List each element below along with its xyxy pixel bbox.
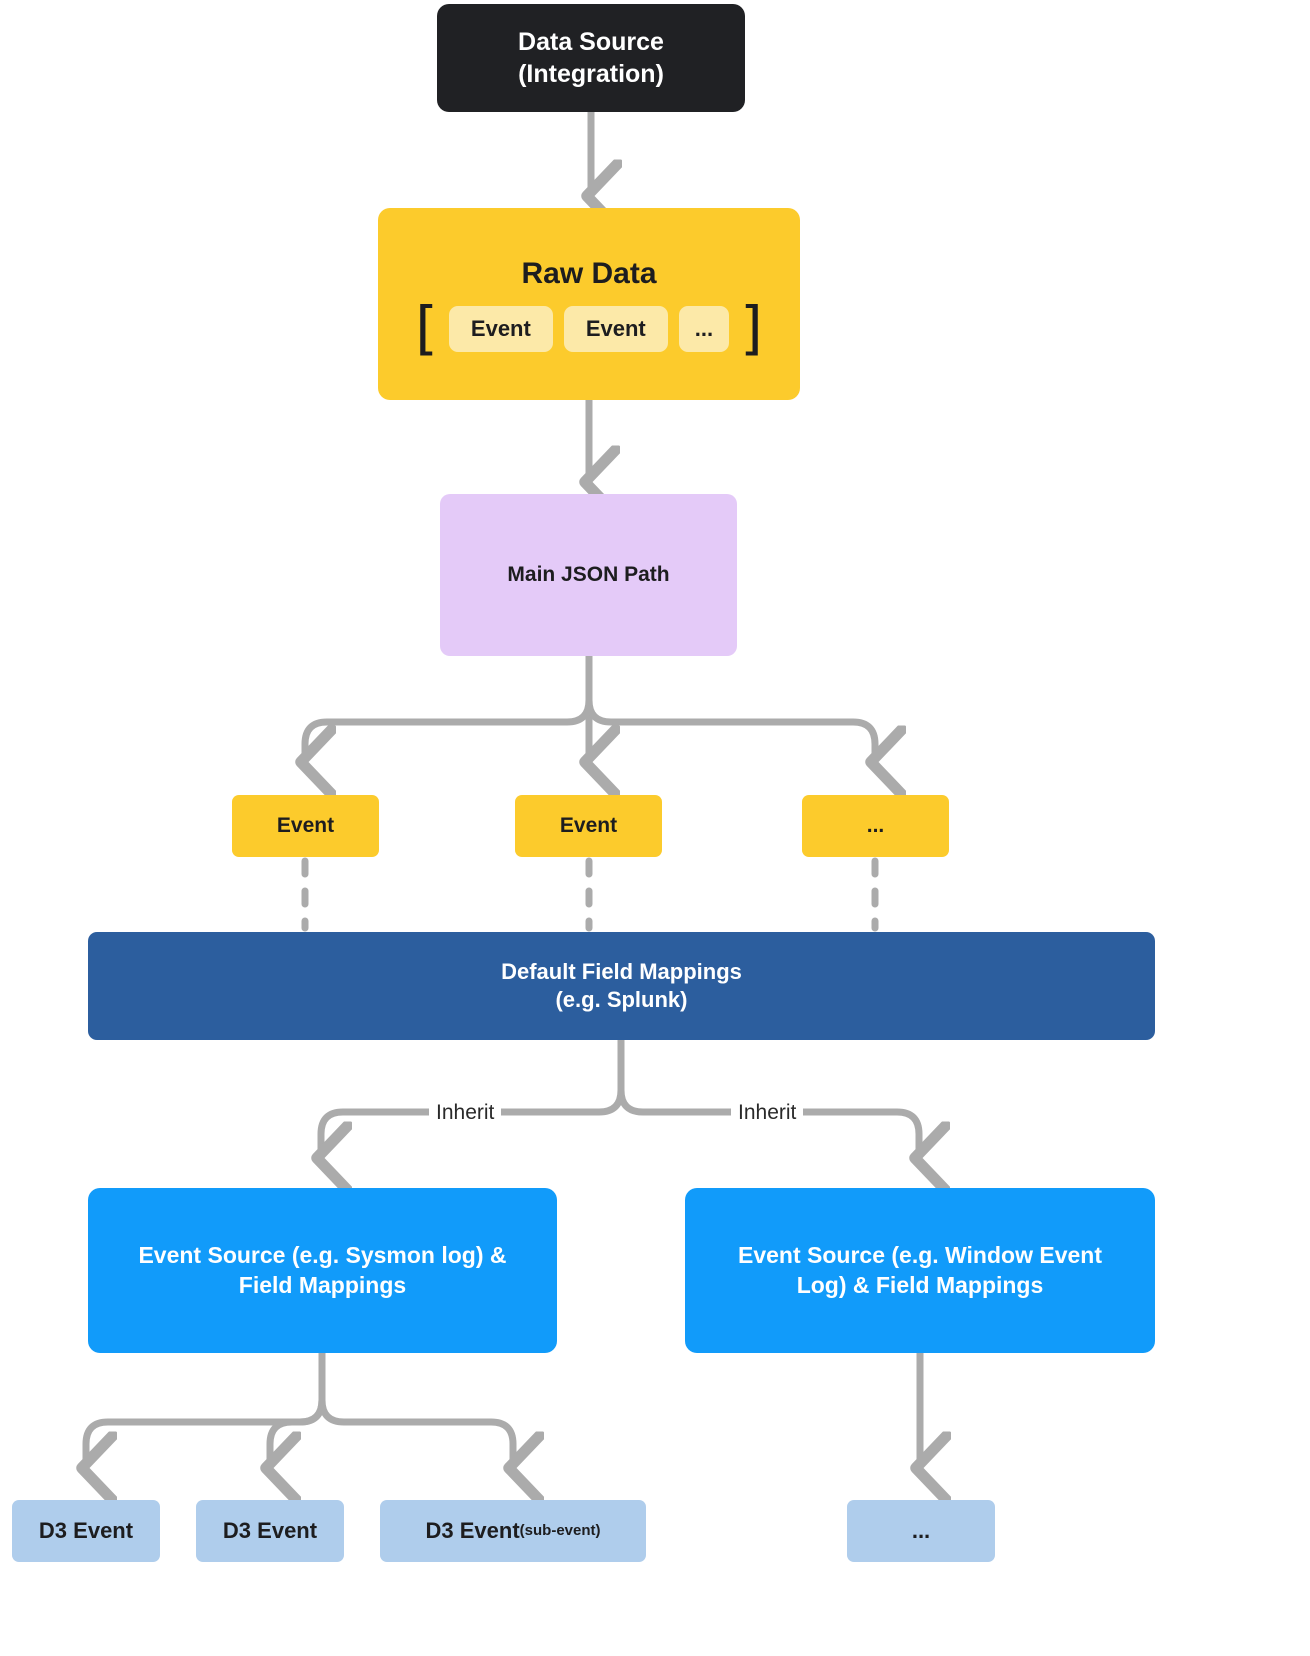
node-event-source-sysmon[interactable]: Event Source (e.g. Sysmon log) & Field M… (88, 1188, 557, 1353)
default-field-mappings-line-1: Default Field Mappings (501, 958, 742, 984)
node-d3-event-2[interactable]: D3 Event (196, 1500, 344, 1562)
node-default-field-mappings[interactable]: Default Field Mappings (e.g. Splunk) (88, 932, 1155, 1040)
d3-event-3-label: D3 Event (425, 1517, 520, 1543)
raw-event-chip-ellipsis[interactable]: ... (678, 306, 730, 353)
edge-source-left-to-d3-1 (86, 1349, 326, 1468)
close-bracket: ] (740, 294, 763, 363)
raw-data-array: [ Event Event ... ] (415, 294, 763, 363)
event-2-label: Event (559, 813, 618, 837)
open-bracket: [ (415, 294, 438, 363)
node-d3-event-sub[interactable]: D3 Event(sub-event) (380, 1500, 646, 1562)
default-field-mappings-line-2: (e.g. Splunk) (555, 987, 688, 1012)
edge-source-left-to-d3-3 (318, 1349, 513, 1468)
edge-json-to-event-3 (585, 652, 875, 762)
node-data-source[interactable]: Data Source (Integration) (437, 4, 745, 112)
node-d3-event-ellipsis[interactable]: ... (847, 1500, 995, 1562)
node-event-2[interactable]: Event (515, 795, 662, 857)
d3-event-3-suffix: (sub-event) (519, 1522, 601, 1540)
raw-data-title: Raw Data (521, 257, 657, 291)
node-event-1[interactable]: Event (232, 795, 379, 857)
edge-json-to-event-1 (305, 652, 593, 762)
raw-event-chip-2[interactable]: Event (563, 306, 668, 353)
event-source-left-line-2: Field Mappings (238, 1271, 407, 1298)
node-raw-data[interactable]: Raw Data [ Event Event ... ] (378, 208, 800, 400)
edge-defaults-to-source-left (321, 1036, 625, 1158)
node-event-source-window-event-log[interactable]: Event Source (e.g. Window Event Log) & F… (685, 1188, 1155, 1353)
event-3-label: ... (866, 813, 885, 837)
data-source-line-2: (Integration) (518, 60, 664, 88)
data-source-line-1: Data Source (518, 28, 664, 56)
d3-event-4-label: ... (911, 1517, 931, 1543)
node-d3-event-1[interactable]: D3 Event (12, 1500, 160, 1562)
edge-label-inherit-right: Inherit (731, 1101, 804, 1125)
edge-label-inherit-left: Inherit (429, 1101, 502, 1125)
event-source-right-line-2: Log) & Field Mappings (796, 1271, 1044, 1298)
edge-defaults-to-source-right (617, 1036, 919, 1158)
event-source-left-line-1: Event Source (e.g. Sysmon log) & (138, 1242, 507, 1269)
node-main-json-path[interactable]: Main JSON Path (440, 494, 737, 656)
d3-event-2-label: D3 Event (222, 1517, 318, 1543)
main-json-path-label: Main JSON Path (507, 562, 670, 586)
event-1-label: Event (276, 813, 335, 837)
node-event-ellipsis[interactable]: ... (802, 795, 949, 857)
raw-event-chip-1[interactable]: Event (448, 306, 553, 353)
event-source-right-line-1: Event Source (e.g. Window Event (737, 1242, 1102, 1269)
edge-source-left-to-d3-2 (270, 1349, 326, 1468)
d3-event-1-label: D3 Event (38, 1517, 134, 1543)
